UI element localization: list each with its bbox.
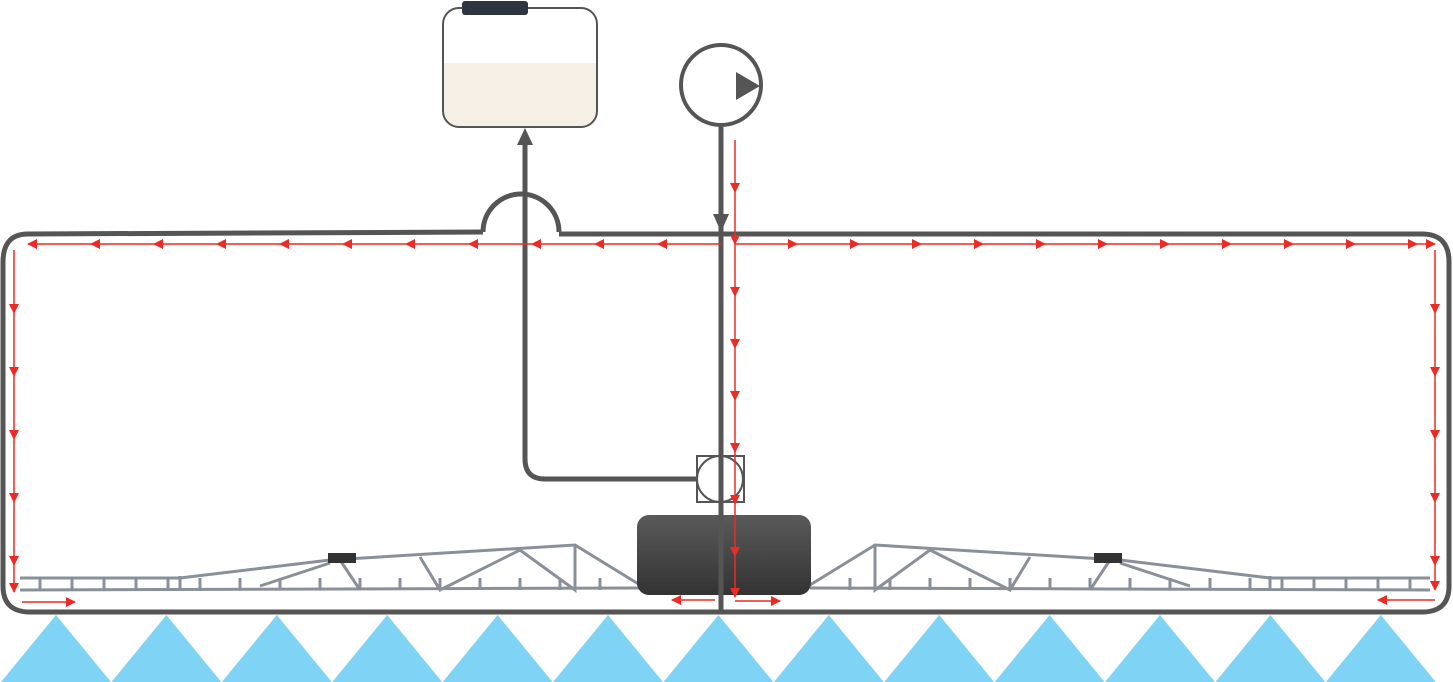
supply-arrow-icon [713, 214, 729, 232]
tank [442, 1, 598, 128]
spray-nozzles [1, 615, 1436, 682]
booms [19, 543, 1431, 593]
spray-cone [663, 615, 774, 682]
tank-liquid [443, 63, 597, 127]
boom-left [19, 543, 641, 593]
spray-cone [884, 615, 995, 682]
pump [679, 43, 763, 127]
spray-cone [1, 615, 111, 682]
spray-cone [1325, 615, 1436, 682]
boom-truss [19, 543, 641, 593]
spray-cone [111, 615, 222, 682]
spray-cone [994, 615, 1105, 682]
spray-cone [1215, 615, 1326, 682]
return-line [517, 128, 697, 482]
spray-cone [442, 615, 553, 682]
return-arrow-icon [517, 128, 533, 145]
spray-cone [332, 615, 443, 682]
spray-cone [553, 615, 663, 682]
pump-triangle-icon [736, 72, 760, 100]
valve [696, 455, 745, 503]
control-unit [637, 515, 811, 595]
spray-cone [773, 615, 884, 682]
boom-right [809, 543, 1431, 593]
spray-cone [221, 615, 332, 682]
circulation-loop [0, 191, 1452, 615]
boom-section-valve [328, 553, 356, 563]
tank-cap [462, 1, 528, 15]
boom-truss [809, 543, 1431, 593]
flow-arrows [9, 140, 1440, 607]
pipe-crossover [480, 191, 562, 233]
spray-cone [1105, 615, 1215, 682]
boom-section-valve [1094, 553, 1122, 563]
